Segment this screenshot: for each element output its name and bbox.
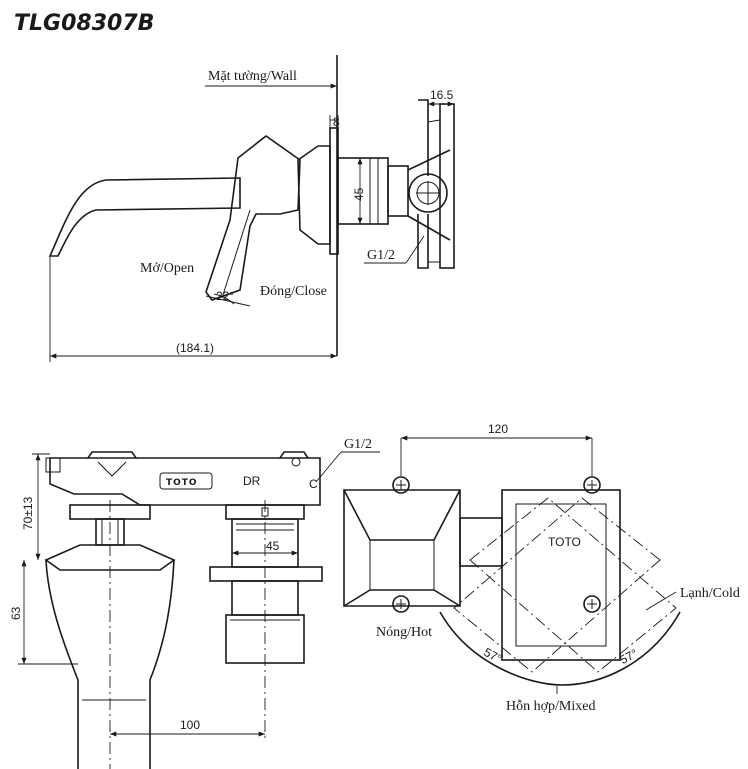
front-thread-label: G1/2	[344, 437, 372, 452]
dim-offset: 100	[180, 718, 200, 732]
open-label: Mở/Open	[140, 261, 194, 276]
close-label: Đóng/Close	[260, 284, 327, 299]
mixed-label: Hỗn hợp/Mixed	[506, 699, 595, 714]
wall-label: Mặt tường/Wall	[208, 69, 297, 84]
handle-brand-mark: TOTO	[548, 535, 581, 549]
side-view: Mặt tường/Wall 22° 8 45	[48, 55, 455, 362]
model-title: TLG08307B	[14, 11, 154, 36]
hot-label: Nóng/Hot	[376, 625, 432, 640]
side-dim-diameter: 45	[352, 187, 366, 201]
spout	[48, 177, 241, 257]
side-handle	[205, 135, 301, 301]
front-view: TOTO DR C G1/2 70±13 63	[9, 437, 380, 769]
dim-length: (184.1)	[176, 341, 214, 355]
dim-thickness: 8	[333, 115, 340, 129]
cold-label: Lạnh/Cold	[680, 586, 740, 601]
dr-text: DR	[243, 474, 261, 488]
c-text: C	[309, 477, 318, 491]
angle-22-label: 22°	[216, 289, 234, 303]
brand-text: TOTO	[166, 478, 198, 488]
dim-depth: 16.5	[430, 88, 454, 102]
side-thread-label: G1/2	[367, 248, 395, 263]
angle-right-label: 57°	[617, 646, 640, 667]
top-view: 120 TOTO 57° 57° Lạnh/Cold	[343, 422, 740, 714]
front-dim-diameter: 45	[266, 539, 280, 553]
angle-left-label: 57°	[481, 645, 504, 666]
dim-range: 70±13	[21, 496, 35, 530]
dim-width: 120	[488, 422, 508, 436]
dim-height: 63	[9, 606, 23, 620]
